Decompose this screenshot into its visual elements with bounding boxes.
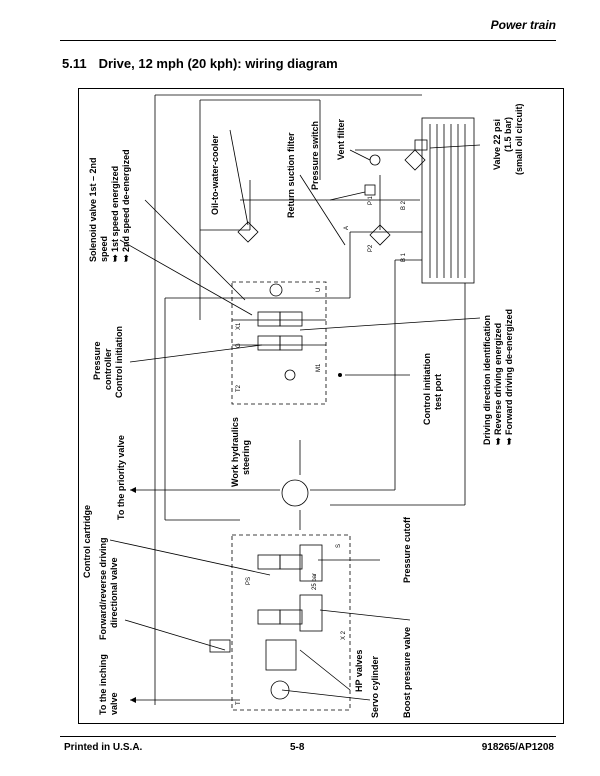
fr-valve-label-1: Forward/reverse driving — [98, 537, 108, 640]
pressure-cutoff-label: Pressure cutoff — [402, 516, 412, 583]
pressure-switch-label: Pressure switch — [310, 121, 320, 190]
port-ps: PS — [246, 577, 252, 585]
section-heading: Drive, 12 mph (20 kph): wiring diagram — [98, 56, 338, 71]
driving-direction-label-2: ➥ Reverse driving energized — [493, 323, 503, 445]
fr-valve-label-2: directional valve — [109, 557, 119, 628]
solenoid-label-2: speed — [99, 236, 109, 262]
section-number: 5.11 — [62, 56, 87, 71]
footer-printed: Printed in U.S.A. — [64, 742, 143, 753]
header-rule — [60, 40, 556, 41]
work-hydraulics-label-1: Work hydraulics — [230, 417, 240, 487]
port-25bar: 25 bar — [312, 573, 318, 590]
hp-valves-label: HP valves — [354, 650, 364, 692]
port-b1: B 1 — [401, 252, 407, 262]
to-inching-label-1: To the inching — [98, 654, 108, 715]
port-x1: X1 — [236, 322, 242, 330]
footer-doc-number: 918265/AP1208 — [481, 742, 554, 753]
port-p1: P 1 — [368, 195, 374, 205]
return-filter-label: Return suction filter — [286, 132, 296, 218]
pressure-controller-label-3: Control initiation — [114, 326, 124, 398]
to-priority-label: To the priority valve — [116, 435, 126, 520]
valve22-label-1: Valve 22 psi — [492, 119, 502, 170]
solenoid-label-3: ➥ 1st speed energized — [110, 166, 120, 262]
diagram-frame — [78, 88, 564, 724]
valve22-label-2: (1.5 bar) — [503, 117, 513, 152]
servo-cylinder-label: Servo cylinder — [370, 655, 380, 718]
port-t: T — [236, 701, 242, 705]
driving-direction-label-3: ➥ Forward driving de-energized — [504, 309, 514, 445]
work-hydraulics-pump — [281, 479, 309, 507]
port-t2: T2 — [236, 384, 242, 392]
page-header-title: Power train — [490, 18, 556, 32]
port-g: G — [236, 343, 242, 348]
drive-control-box — [231, 534, 351, 711]
port-u: U — [316, 288, 322, 292]
vent-filter-label: Vent filter — [336, 118, 346, 160]
work-hydraulics-label-2: steering — [241, 440, 251, 475]
port-b2: B 2 — [401, 200, 407, 210]
port-a: A — [344, 226, 350, 230]
solenoid-label-4: ➥ 2nd speed de-energized — [121, 149, 131, 262]
port-p2: P2 — [368, 244, 374, 252]
driving-direction-label-1: Driving direction identification — [482, 315, 492, 445]
tank — [421, 117, 475, 284]
footer-page-number: 5-8 — [290, 742, 305, 753]
solenoid-label-1: Solenoid valve 1st – 2nd — [88, 157, 98, 262]
oil-cooler-symbol — [237, 221, 259, 243]
pressure-controller-label-1: Pressure — [92, 341, 102, 380]
pressure-controller-label-2: controller — [103, 348, 113, 390]
valve22-label-3: (small oil circuit) — [514, 103, 524, 175]
port-s: S — [336, 544, 342, 548]
boost-valve-label: Boost pressure valve — [402, 627, 412, 718]
control-initiation-port-label-1: Control initiation — [422, 353, 432, 425]
control-initiation-port-label-2: test port — [433, 374, 443, 410]
control-cartridge-label: Control cartridge — [82, 505, 92, 578]
oil-cooler-label: Oil-to-water-cooler — [210, 134, 220, 215]
to-inching-label-2: valve — [109, 692, 119, 715]
port-m1: M1 — [316, 363, 322, 372]
port-x2: X 2 — [341, 630, 347, 640]
footer-rule — [60, 736, 556, 737]
section-title: 5.11 Drive, 12 mph (20 kph): wiring diagr… — [62, 56, 350, 71]
pressure-controller-box — [231, 281, 327, 405]
